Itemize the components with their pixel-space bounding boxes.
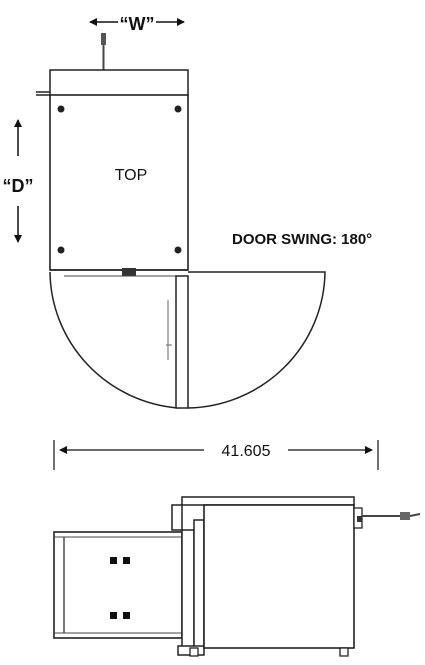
cabinet-lid — [181, 496, 355, 506]
drawer — [53, 531, 183, 639]
latch — [122, 268, 136, 276]
back-rail — [49, 69, 189, 97]
foot — [189, 647, 199, 657]
top-view: “W” TOP “D” — [3, 14, 372, 409]
front-frame — [181, 529, 195, 649]
screw-icon — [174, 105, 182, 113]
door-swing-label: DOOR SWING: 180° — [232, 231, 372, 248]
screw-icon — [174, 246, 182, 254]
top-label: TOP — [115, 167, 148, 184]
overall-dimension: 41.605 — [53, 440, 379, 470]
screw-icon — [57, 246, 65, 254]
door-swing-arc — [49, 271, 326, 409]
foot — [339, 647, 349, 657]
screw-icon — [57, 105, 65, 113]
power-cord — [362, 512, 421, 520]
width-label: “W” — [120, 14, 155, 34]
door-panel — [175, 275, 189, 409]
overall-dimension-label: 41.605 — [222, 443, 271, 460]
width-dimension: “W” — [89, 14, 185, 34]
cabinet-body — [203, 504, 355, 649]
depth-dimension: “D” — [3, 119, 34, 243]
side-view: 41.605 — [53, 440, 421, 657]
depth-label: “D” — [3, 176, 34, 196]
cabinet-top — [49, 94, 189, 271]
